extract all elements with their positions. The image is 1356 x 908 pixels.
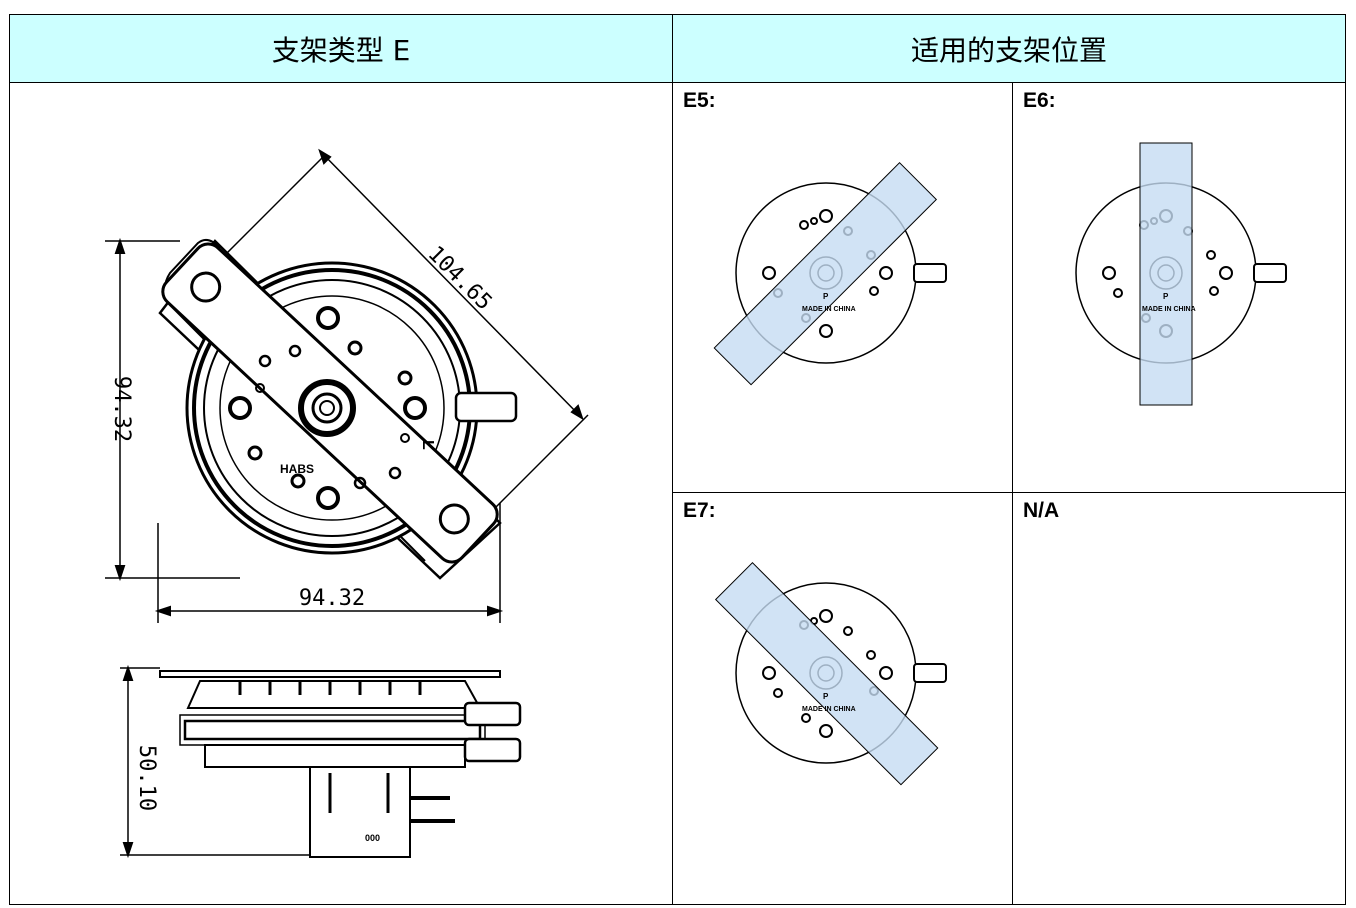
header-bracket-type: 支架类型 E xyxy=(9,14,673,83)
position-label-e6: E6: xyxy=(1023,89,1056,112)
pin-label: P xyxy=(1163,292,1169,301)
position-label-e5: E5: xyxy=(683,89,716,112)
bracket-table: 支架类型 E 适用的支架位置 xyxy=(9,14,1346,905)
dim-height-text: 94.32 xyxy=(109,376,134,442)
pin-label: P xyxy=(823,292,829,301)
technical-drawing: HABS L 94.32 94.32 104.65 xyxy=(105,148,589,859)
header-bracket-type-text: 支架类型 E xyxy=(271,33,411,67)
position-label-e7: E7: xyxy=(683,499,716,522)
position-cell-na: N/A xyxy=(1012,492,1346,905)
marking-text: MADE IN CHINA xyxy=(802,706,856,713)
dim-width-text: 94.32 xyxy=(299,586,365,611)
position-diagram-e5: MADE IN CHINA P xyxy=(713,161,947,386)
side-label: L xyxy=(419,440,436,450)
marking-text: MADE IN CHINA xyxy=(802,306,856,313)
header-applicable-positions-text: 适用的支架位置 xyxy=(910,33,1107,67)
header-applicable-positions: 适用的支架位置 xyxy=(672,14,1346,83)
position-label-na: N/A xyxy=(1023,499,1060,522)
position-cell-e7: E7: MADE IN CHINA P xyxy=(672,492,1013,905)
bracket-overlay xyxy=(1139,142,1193,406)
bracket-overlay xyxy=(714,561,939,786)
brand-text: HABS xyxy=(280,462,314,476)
stamp-text: 000 xyxy=(365,833,380,843)
dim-depth-text: 50.10 xyxy=(134,745,159,811)
position-diagram-e7: MADE IN CHINA P xyxy=(714,561,947,786)
position-diagram-e6: MADE IN CHINA P xyxy=(1075,142,1287,406)
marking-text: MADE IN CHINA xyxy=(1142,306,1196,313)
position-cell-e5: E5: MADE IN CHINA P xyxy=(672,82,1013,493)
position-cell-e6: E6: MADE IN CHINA P xyxy=(1012,82,1346,493)
bracket-overlay xyxy=(713,161,938,386)
pin-label: P xyxy=(823,692,829,701)
drawing-cell: HABS L 94.32 94.32 104.65 xyxy=(9,82,673,905)
